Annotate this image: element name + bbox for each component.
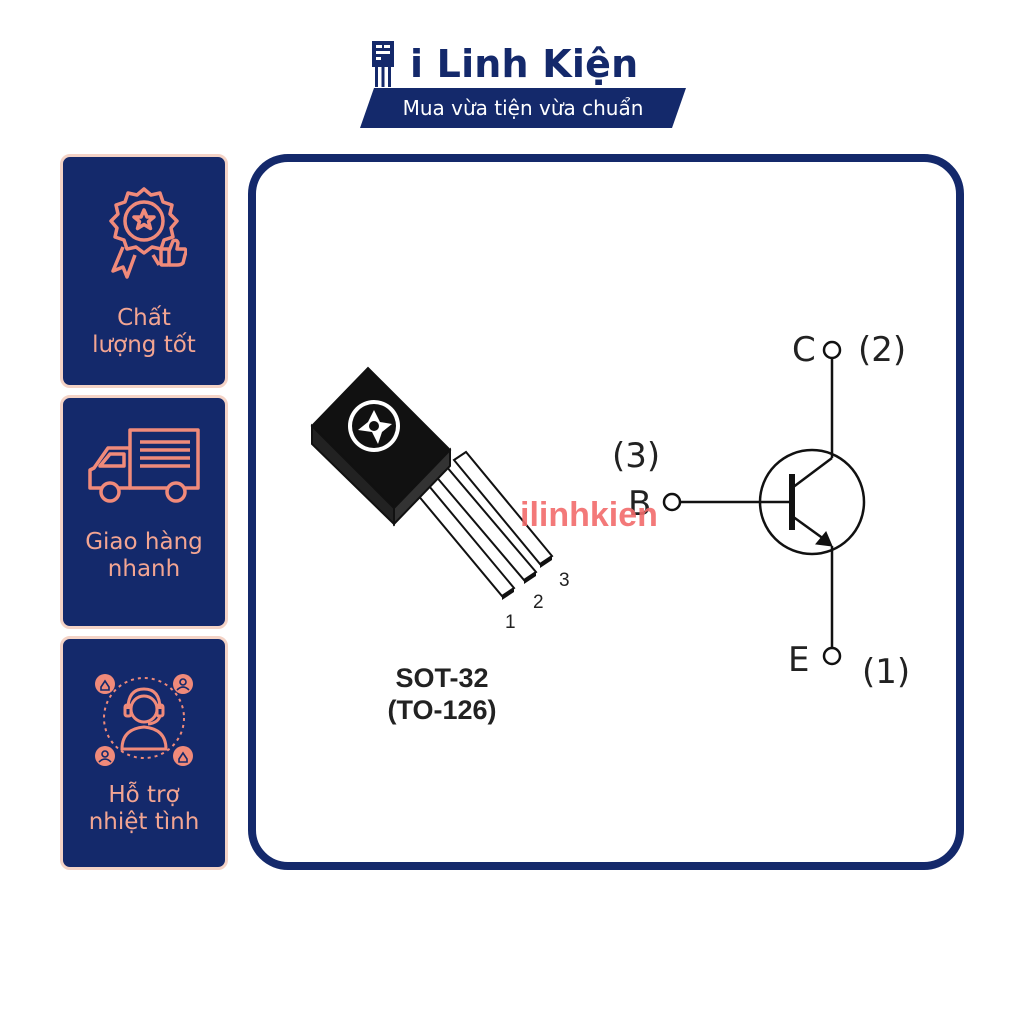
pin-number-3: 3: [559, 570, 570, 591]
collector-pin-label: (2): [858, 330, 907, 370]
package-name: SOT-32: [395, 663, 489, 693]
npn-transistor-symbol: [662, 340, 866, 666]
chip-icon: [372, 41, 394, 87]
feature-support: Hỗ trợ nhiệt tình: [60, 636, 228, 870]
to126-package-drawing: [310, 366, 554, 600]
package-label: SOT-32 (TO-126): [352, 662, 532, 726]
feature-label-line1: Chất: [117, 305, 171, 331]
brand-header: i Linh Kiện Mua vừa tiện vừa chuẩn: [360, 28, 690, 133]
base-label: B: [628, 484, 652, 524]
quality-badge-icon: [109, 187, 187, 279]
collector-label: C: [792, 330, 816, 370]
watermark-text: ilinhkien: [520, 496, 658, 534]
feature-label-line1: Giao hàng: [85, 529, 203, 555]
package-alt-name: (TO-126): [387, 695, 497, 725]
feature-label-line2: lượng tốt: [92, 332, 196, 358]
feature-delivery: Giao hàng nhanh: [60, 395, 228, 629]
emitter-pin-label: (1): [862, 652, 911, 692]
base-pin-label: (3): [612, 436, 661, 476]
feature-label-line2: nhiệt tình: [88, 809, 200, 835]
feature-label-line1: Hỗ trợ: [108, 782, 180, 808]
product-image-panel: [248, 154, 964, 870]
emitter-label: E: [788, 640, 810, 680]
pin-number-1: 1: [505, 612, 516, 633]
feature-quality: Chất lượng tốt: [60, 154, 228, 388]
support-headset-icon: [95, 674, 193, 766]
brand-name: i Linh Kiện: [410, 42, 639, 86]
pin-number-2: 2: [533, 592, 544, 613]
delivery-truck-icon: [88, 428, 200, 503]
feature-label-line2: nhanh: [107, 556, 181, 582]
brand-tagline: Mua vừa tiện vừa chuẩn: [360, 88, 686, 128]
brand-logo[interactable]: i Linh Kiện: [370, 36, 638, 92]
